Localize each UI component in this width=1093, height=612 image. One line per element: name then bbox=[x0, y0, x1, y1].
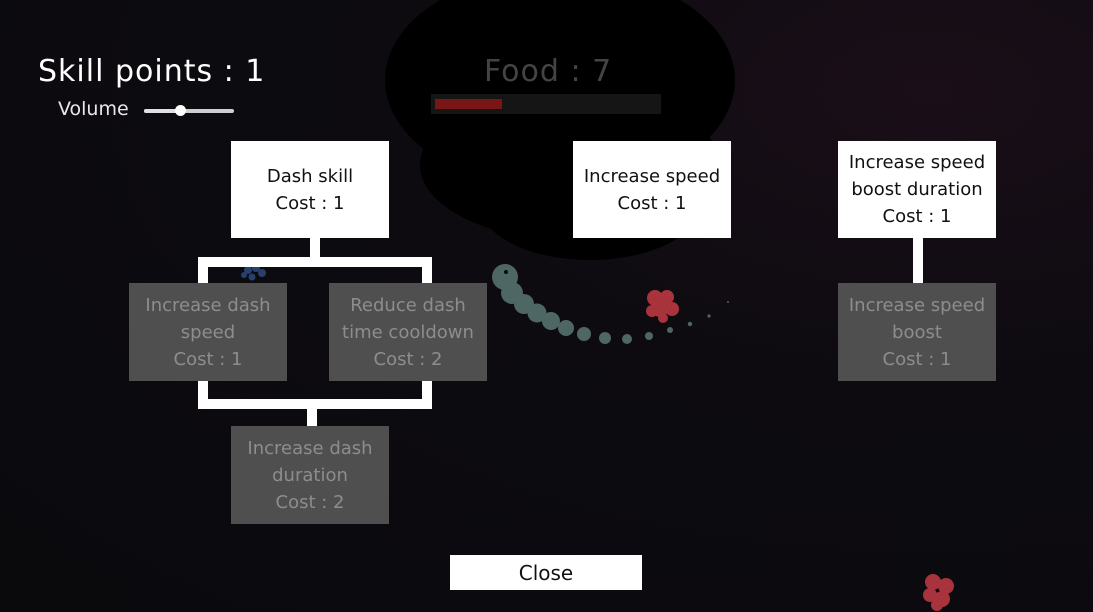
skill-name: Increase dash bbox=[247, 437, 373, 459]
skill-cost: Cost : 1 bbox=[173, 348, 243, 370]
food-counter: Food : 7 bbox=[484, 54, 613, 89]
tree-connector bbox=[913, 238, 923, 283]
tree-connector bbox=[198, 257, 432, 267]
skill-node-increase-speed-boost[interactable]: Increase speed boost Cost : 1 bbox=[838, 283, 996, 381]
skill-cost: Cost : 2 bbox=[373, 348, 443, 370]
skill-name: Dash skill bbox=[266, 165, 354, 187]
tree-connector bbox=[198, 381, 208, 408]
blue-cluster bbox=[241, 264, 266, 281]
snake-segment bbox=[645, 332, 653, 340]
skill-name: Increase speed bbox=[848, 294, 986, 316]
volume-slider[interactable] bbox=[144, 105, 234, 116]
snake-segment bbox=[687, 321, 693, 327]
skill-cost: Cost : 1 bbox=[275, 192, 345, 214]
skill-cost: Cost : 2 bbox=[275, 491, 345, 513]
skill-node-increase-speed[interactable]: Increase speed Cost : 1 bbox=[573, 141, 731, 238]
skill-cost: Cost : 1 bbox=[617, 192, 687, 214]
skill-name: boost bbox=[892, 321, 942, 343]
skill-name: Increase dash bbox=[145, 294, 271, 316]
snake-segment bbox=[527, 303, 547, 323]
close-button[interactable]: Close bbox=[450, 555, 642, 590]
snake-segment bbox=[577, 327, 591, 341]
skill-node-increase-dash-speed[interactable]: Increase dash speed Cost : 1 bbox=[129, 283, 287, 381]
snake-segment bbox=[599, 332, 611, 344]
snake-segment bbox=[707, 314, 711, 318]
tree-connector bbox=[198, 257, 208, 283]
tree-connector bbox=[422, 257, 432, 283]
snake-eye bbox=[504, 270, 508, 274]
skill-name: duration bbox=[272, 464, 348, 486]
skill-cost: Cost : 1 bbox=[882, 348, 952, 370]
tree-connector bbox=[422, 381, 432, 408]
volume-slider-handle[interactable] bbox=[175, 105, 186, 116]
food-progress-bar bbox=[431, 94, 661, 114]
skill-name: Increase speed bbox=[848, 152, 986, 173]
snake-segment bbox=[558, 320, 574, 336]
skill-node-dash[interactable]: Dash skill Cost : 1 bbox=[231, 141, 389, 238]
volume-slider-fill bbox=[144, 109, 180, 113]
snake-segment bbox=[727, 301, 729, 303]
skill-name: time cooldown bbox=[342, 321, 474, 343]
skill-name: speed bbox=[180, 321, 236, 343]
skill-node-increase-boost-duration[interactable]: Increase speed boost duration Cost : 1 bbox=[838, 141, 996, 238]
snake-segment bbox=[622, 334, 632, 344]
snake-segment bbox=[667, 327, 673, 333]
skill-name: Reduce dash bbox=[350, 294, 466, 316]
skill-node-increase-dash-duration[interactable]: Increase dash duration Cost : 2 bbox=[231, 426, 389, 524]
skill-name: boost duration bbox=[851, 179, 983, 200]
food-cluster bbox=[646, 290, 679, 323]
skill-cost: Cost : 1 bbox=[882, 206, 952, 227]
snake-segment bbox=[542, 312, 560, 330]
skill-points-label: Skill points : 1 bbox=[38, 54, 266, 89]
tree-connector bbox=[310, 238, 320, 257]
player-snake bbox=[492, 264, 729, 344]
food-progress-fill bbox=[435, 99, 502, 109]
tree-connector bbox=[198, 399, 432, 409]
tree-connector bbox=[307, 409, 317, 426]
food-cluster bbox=[923, 574, 954, 611]
skill-name: Increase speed bbox=[583, 165, 721, 187]
skill-node-reduce-dash-cooldown[interactable]: Reduce dash time cooldown Cost : 2 bbox=[329, 283, 487, 381]
volume-label: Volume bbox=[58, 98, 129, 120]
